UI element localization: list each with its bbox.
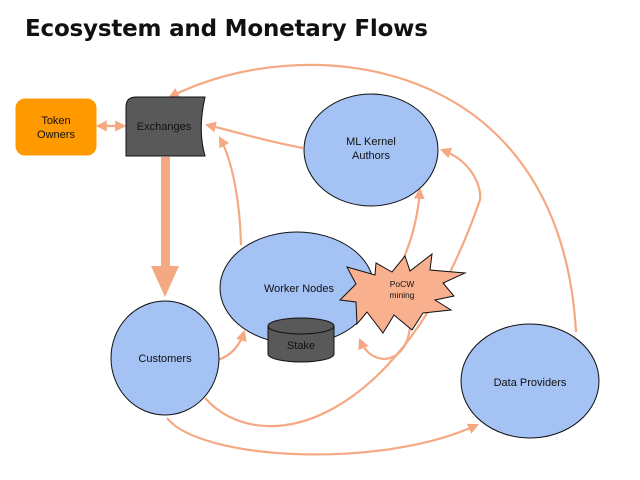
customers-node[interactable]: Customers	[110, 300, 220, 416]
ml-kernel-authors-label-line2: Authors	[352, 150, 390, 162]
flow-pocw-to-ml-authors	[400, 187, 425, 263]
data-providers-label: Data Providers	[494, 377, 567, 389]
pocw-label-line1: PoCW	[390, 279, 415, 289]
flow-data-providers-to-exchanges	[168, 63, 578, 333]
flow-customers-to-data-providers	[166, 417, 479, 456]
data-providers-node[interactable]: Data Providers	[460, 323, 600, 439]
exchanges-node[interactable]: Exchanges	[125, 96, 206, 157]
stake-cylinder[interactable]: Stake	[267, 317, 335, 363]
flow-ml-authors-to-exchanges	[204, 121, 304, 150]
flow-exchanges-to-customers	[151, 157, 179, 297]
ml-kernel-authors-label-line1: ML Kernel	[346, 136, 396, 148]
pocw-label-line2: mining	[389, 290, 414, 300]
exchanges-label: Exchanges	[137, 121, 192, 133]
flow-worker-nodes-to-exchanges	[218, 136, 243, 246]
worker-nodes-label: Worker Nodes	[264, 283, 335, 295]
stake-label: Stake	[287, 340, 315, 352]
diagram-title: Ecosystem and Monetary Flows	[25, 16, 428, 42]
ml-kernel-authors-node[interactable]: ML Kernel Authors	[303, 93, 439, 207]
token-owners-label-line1: Token	[41, 115, 70, 127]
flow-customers-to-ml-authors	[204, 147, 482, 428]
token-owners-label-line2: Owners	[37, 129, 75, 141]
token-owners-node[interactable]: Token Owners	[15, 98, 97, 156]
customers-label: Customers	[138, 353, 192, 365]
flow-customers-to-worker-nodes	[217, 329, 247, 362]
pocw-mining-burst[interactable]: PoCW mining	[338, 252, 467, 334]
